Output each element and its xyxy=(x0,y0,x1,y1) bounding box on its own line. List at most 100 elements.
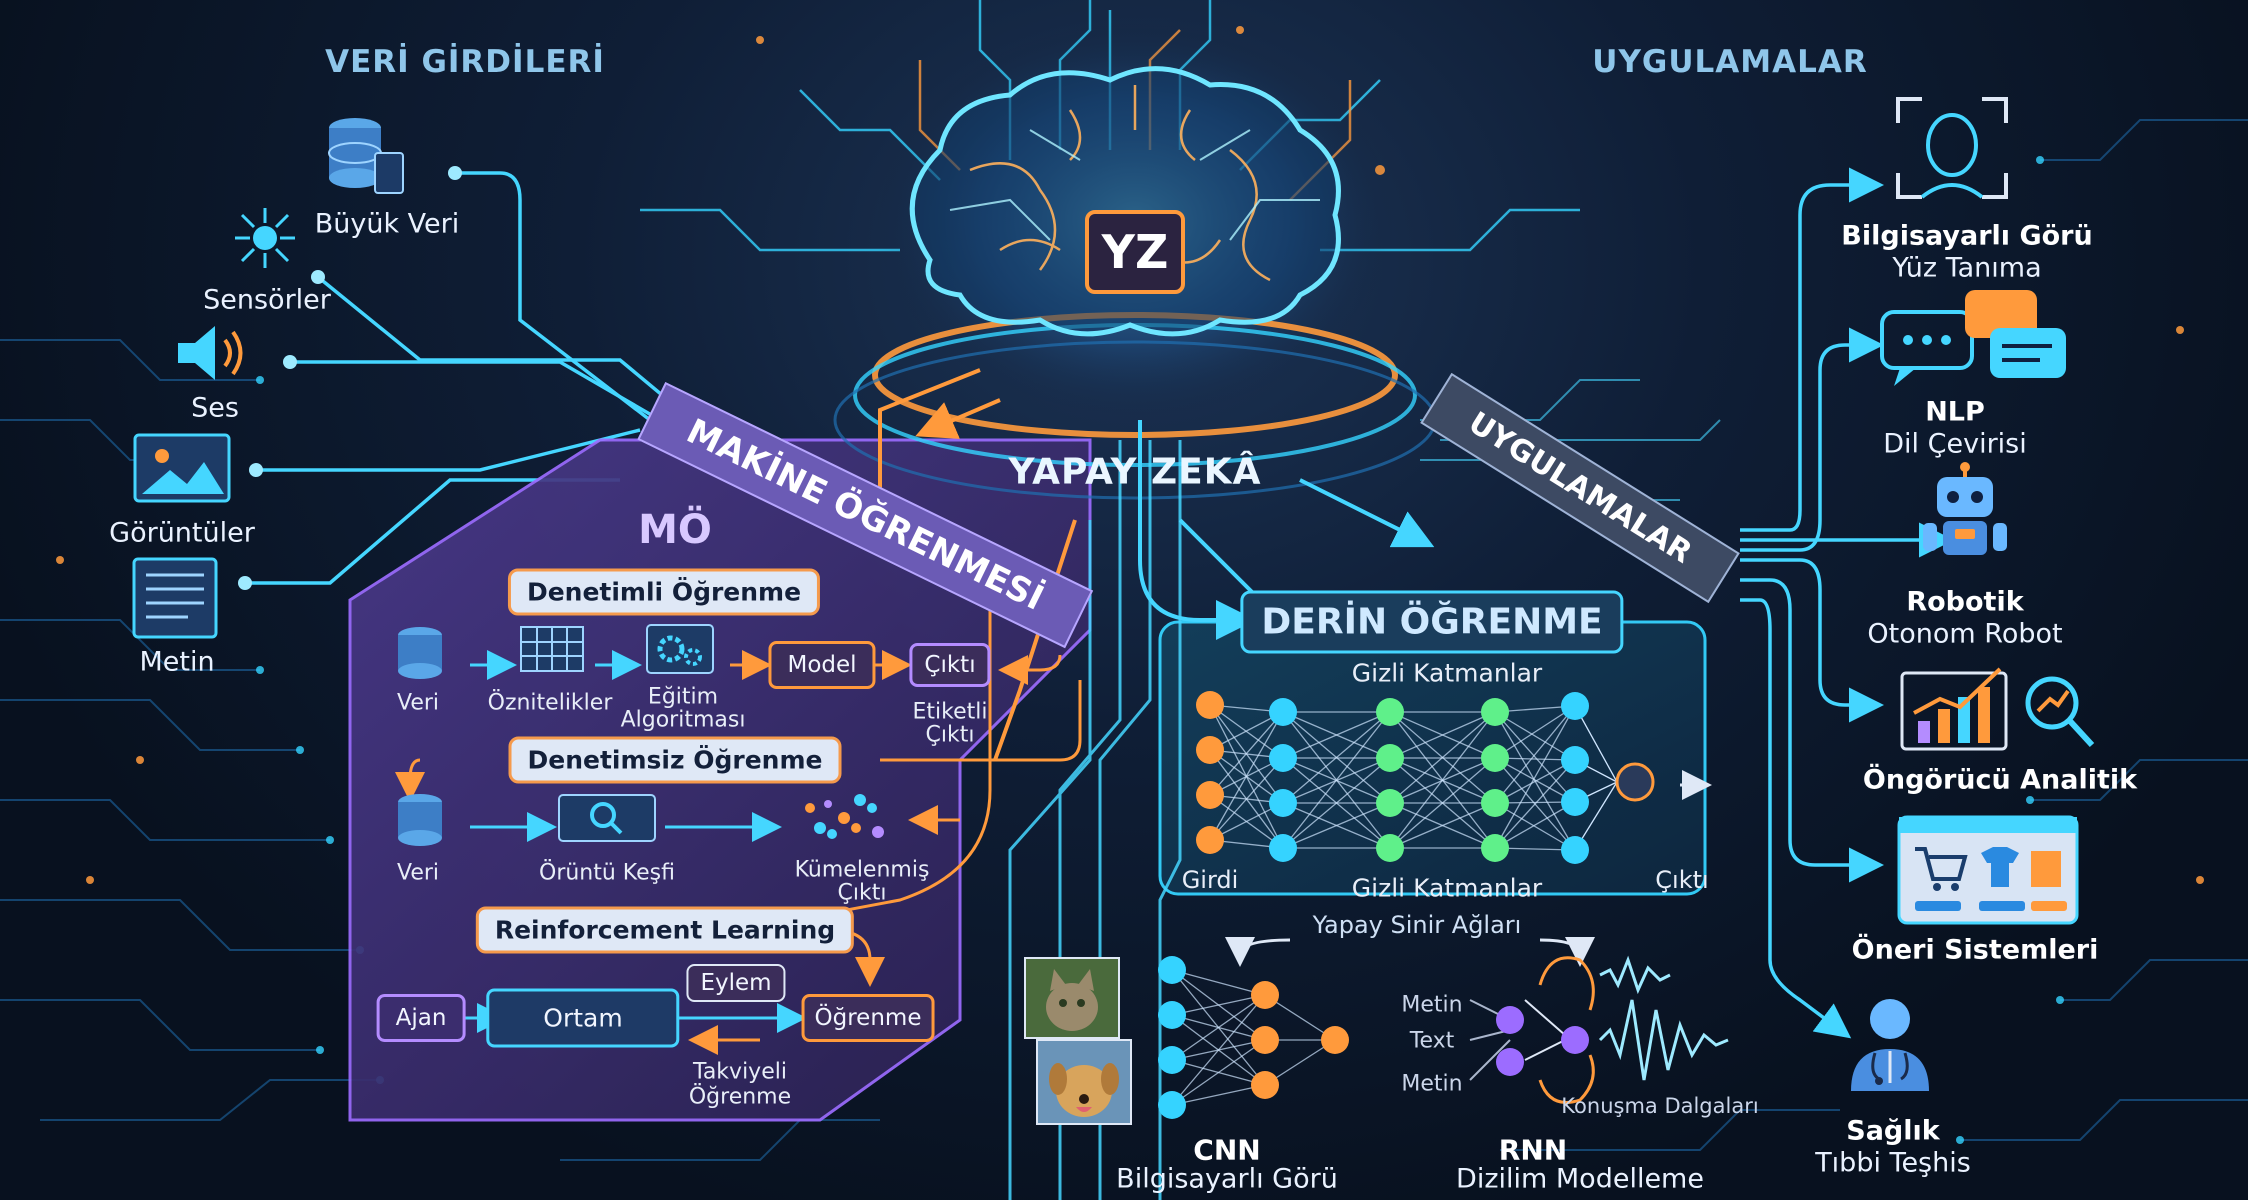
labeled-output-2: Çıktı xyxy=(926,723,975,748)
rnn-input-2: Text xyxy=(1410,1029,1455,1054)
output-box: Çıktı xyxy=(909,643,990,687)
applications-header: UYGULAMALAR xyxy=(1592,44,1867,80)
supervised-data-label: Veri xyxy=(397,691,439,716)
sound-wave-icon xyxy=(1600,960,1728,1080)
network-node xyxy=(1269,789,1297,817)
input-label: Ses xyxy=(191,393,239,424)
core-badge: YZ xyxy=(1102,225,1169,279)
hidden-layers-top: Gizli Katmanlar xyxy=(1352,659,1542,688)
robot-icon xyxy=(1915,461,2015,575)
labeled-output-1: Etiketli xyxy=(913,700,988,725)
inputs-header: VERİ GİRDİLERİ xyxy=(325,44,605,80)
database-icon xyxy=(325,113,405,207)
algo-label-2: Algoritması xyxy=(621,708,746,733)
database-icon xyxy=(395,625,445,685)
learning-box: Öğrenme xyxy=(802,994,935,1042)
magnifier-icon xyxy=(557,793,657,847)
app-title: NLP xyxy=(1925,397,1985,428)
network-node xyxy=(1196,736,1224,764)
document-icon xyxy=(128,555,222,645)
rnn-title: RNN xyxy=(1499,1134,1567,1167)
app-title: Robotik xyxy=(1906,587,2023,618)
network-node xyxy=(1251,1026,1279,1054)
agent-box: Ajan xyxy=(377,994,466,1042)
input-layer-label: Girdi xyxy=(1182,866,1239,894)
app-subtitle: Tıbbi Teşhis xyxy=(1815,1148,1971,1179)
doctor-icon xyxy=(1845,993,1935,1097)
network-node xyxy=(1158,956,1186,984)
network-node xyxy=(1269,834,1297,862)
table-grid-icon xyxy=(519,625,585,677)
app-subtitle: Otonom Robot xyxy=(1867,619,2062,650)
network-node xyxy=(1481,789,1509,817)
ml-title: MÖ xyxy=(638,507,712,553)
network-edge xyxy=(1172,970,1265,995)
app-title: Öngörücü Analitik xyxy=(1863,765,2137,796)
rnn-network xyxy=(1470,958,1593,1103)
network-node xyxy=(1196,826,1224,854)
network-node xyxy=(1269,744,1297,772)
network-node xyxy=(1196,691,1224,719)
input-label: Sensörler xyxy=(203,285,331,316)
network-node xyxy=(1561,836,1589,864)
app-title: Bilgisayarlı Görü xyxy=(1841,221,2092,252)
image-icon xyxy=(132,432,232,508)
unsupervised-data-label: Veri xyxy=(397,861,439,886)
shopping-cart-icon xyxy=(1897,815,2079,929)
supervised-title: Denetimli Öğrenme xyxy=(508,569,820,616)
reinforcement-title: Reinforcement Learning xyxy=(476,907,854,954)
app-subtitle: Dil Çevirisi xyxy=(1883,429,2027,460)
app-title: Sağlık xyxy=(1846,1116,1939,1147)
app-title: Öneri Sistemleri xyxy=(1852,935,2099,966)
clustered-output-2: Çıktı xyxy=(838,881,887,906)
network-node xyxy=(1158,1046,1186,1074)
rnn-subtitle: Dizilim Modelleme xyxy=(1456,1164,1704,1195)
hidden-layers-bottom: Gizli Katmanlar xyxy=(1352,874,1542,903)
environment-box: Ortam xyxy=(486,989,679,1048)
features-label: Öznitelikler xyxy=(488,691,613,716)
output-layer-label: Çıktı xyxy=(1655,866,1708,894)
brain-icon xyxy=(912,69,1338,334)
dog-photo xyxy=(1036,1039,1132,1129)
chat-bubbles-icon xyxy=(1880,288,2070,392)
network-node xyxy=(1158,1001,1186,1029)
rnn-input-3: Metin xyxy=(1401,1072,1462,1097)
core-title: YAPAY ZEKÂ xyxy=(1008,452,1261,493)
pattern-label: Örüntü Keşfi xyxy=(539,861,675,886)
app-subtitle: Yüz Tanıma xyxy=(1892,253,2041,284)
network-node xyxy=(1376,834,1404,862)
cat-photo xyxy=(1024,957,1120,1043)
network-node xyxy=(1376,789,1404,817)
action-box: Eylem xyxy=(686,964,785,1002)
gears-icon xyxy=(645,623,715,679)
dl-title: DERİN ÖĞRENME xyxy=(1240,591,1623,654)
network-node xyxy=(1376,744,1404,772)
input-label: Metin xyxy=(139,647,214,678)
input-label: Büyük Veri xyxy=(315,209,460,240)
network-node xyxy=(1269,698,1297,726)
network-node xyxy=(1561,788,1589,816)
reinforcement-note-2: Öğrenme xyxy=(689,1085,791,1110)
database-icon xyxy=(395,792,445,852)
input-label: Görüntüler xyxy=(109,518,255,549)
cluster-icon xyxy=(800,788,890,852)
network-node xyxy=(1158,1091,1186,1119)
cnn-title: CNN xyxy=(1193,1134,1260,1167)
network-node xyxy=(1481,834,1509,862)
face-scan-icon xyxy=(1892,93,2012,207)
speech-waves-label: Konuşma Dalgaları xyxy=(1561,1094,1758,1118)
clustered-output-1: Kümelenmiş xyxy=(795,858,930,883)
algo-label-1: Eğitim xyxy=(648,685,718,710)
network-node xyxy=(1561,746,1589,774)
unsupervised-title: Denetimsiz Öğrenme xyxy=(509,737,842,784)
network-node xyxy=(1481,698,1509,726)
cnn-network xyxy=(1158,956,1349,1119)
network-node xyxy=(1321,1026,1349,1054)
output-node xyxy=(1617,764,1653,800)
analytics-chart-icon xyxy=(1900,663,2100,757)
sensor-icon xyxy=(230,203,300,277)
ann-label: Yapay Sinir Ağları xyxy=(1313,911,1522,939)
reinforcement-note-1: Takviyeli xyxy=(693,1060,787,1085)
network-node xyxy=(1481,744,1509,772)
